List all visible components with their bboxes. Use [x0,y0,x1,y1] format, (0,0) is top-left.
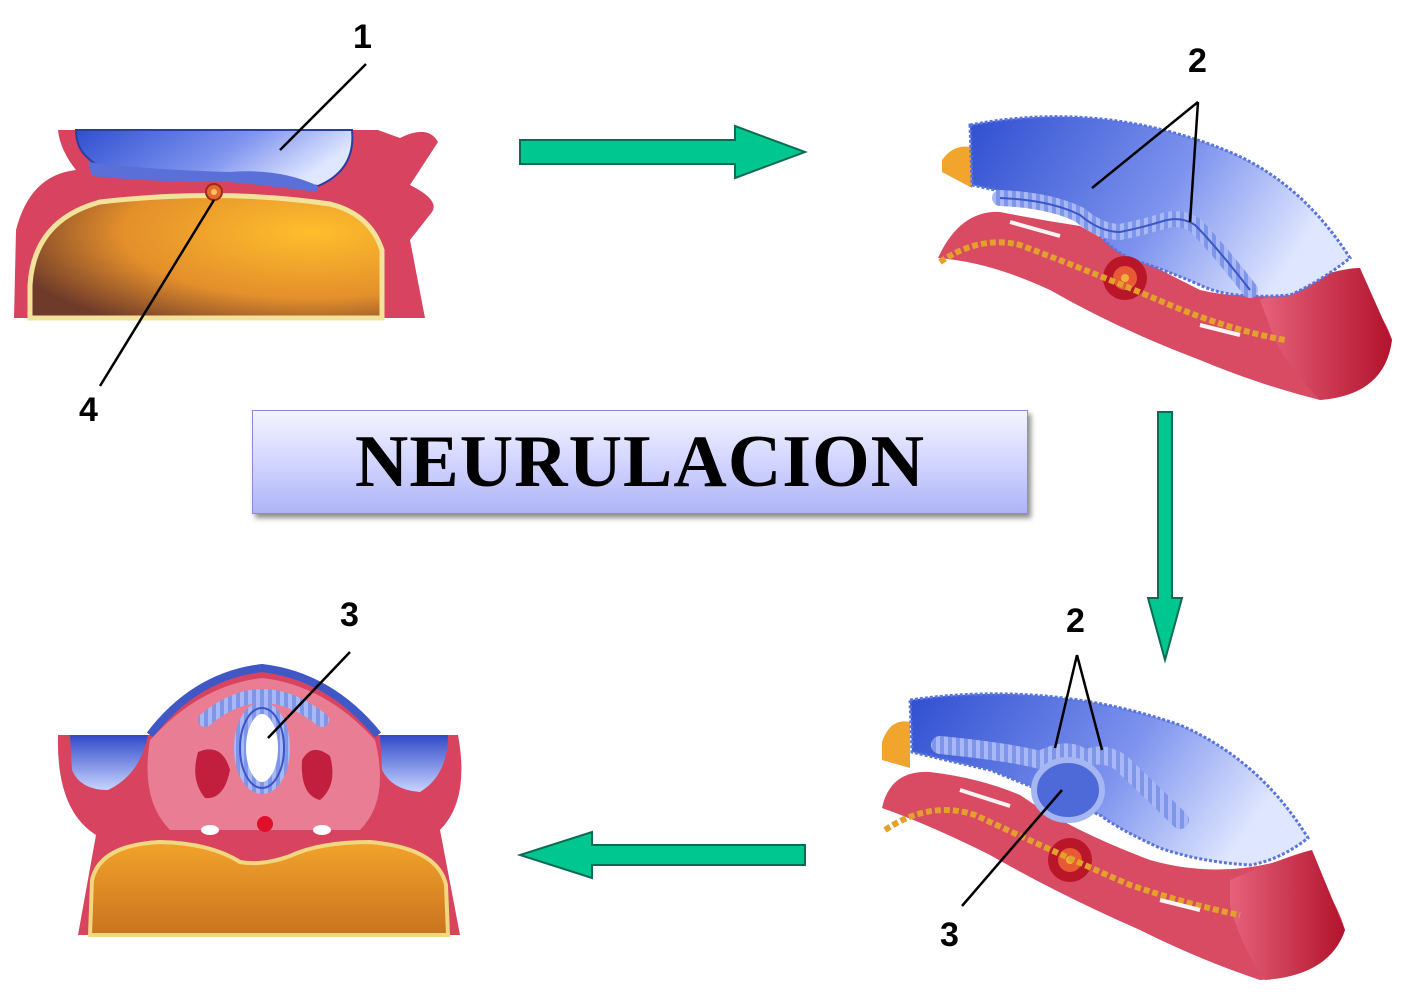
panel-3-neural-tube-closing [882,692,1345,980]
leader-2d [1075,654,1104,751]
panel4-somite-left [195,749,230,799]
page-title: NEURULACION [354,420,926,503]
leader-2c [1053,654,1079,749]
panel2-yolk-edge [942,146,975,188]
panel4-ectoderm-arc [146,663,382,738]
panel1-yolk-sac [27,192,385,321]
panel1-neural-plate [88,162,318,192]
arrow-down [1146,411,1184,664]
panel3-endoderm [883,807,1241,918]
leader-4 [98,199,216,387]
panel4-yolk-sac [87,839,451,937]
label-4: 4 [79,391,98,429]
panel-4-neural-tube-formed [57,663,462,937]
leader-lines [98,63,1200,907]
arrow-left [516,830,806,880]
panel4-right-cavity [380,735,448,792]
leader-2b [1188,101,1200,223]
label-2-top: 2 [1188,42,1207,80]
panel2-body-front [1260,268,1392,400]
panel3-neural-tube [1031,757,1105,823]
arrow-right [519,124,808,180]
panel3-neural-folds [931,736,1189,829]
label-1: 1 [353,18,372,56]
panel-2-neural-groove [938,115,1392,400]
label-3-bottom-right: 3 [940,916,959,954]
panel4-notochord [257,816,273,832]
panel3-ectoderm [908,692,1310,867]
panel4-neural-crest [198,689,329,727]
panel-1-early-embryo [14,129,438,321]
panel3-body-front [1230,850,1345,980]
title-box: NEURULACION [252,410,1028,514]
leader-1 [279,63,367,151]
leader-2a [1091,101,1199,189]
panel2-endoderm [938,239,1286,343]
panel3-yolk-edge [882,721,910,768]
panel4-somite-right [301,749,333,800]
leader-3a [961,789,1063,907]
label-3-bottom-left: 3 [340,596,359,634]
label-2-bottom: 2 [1066,602,1085,640]
panel4-left-cavity [70,735,148,790]
leader-3b [267,651,351,739]
